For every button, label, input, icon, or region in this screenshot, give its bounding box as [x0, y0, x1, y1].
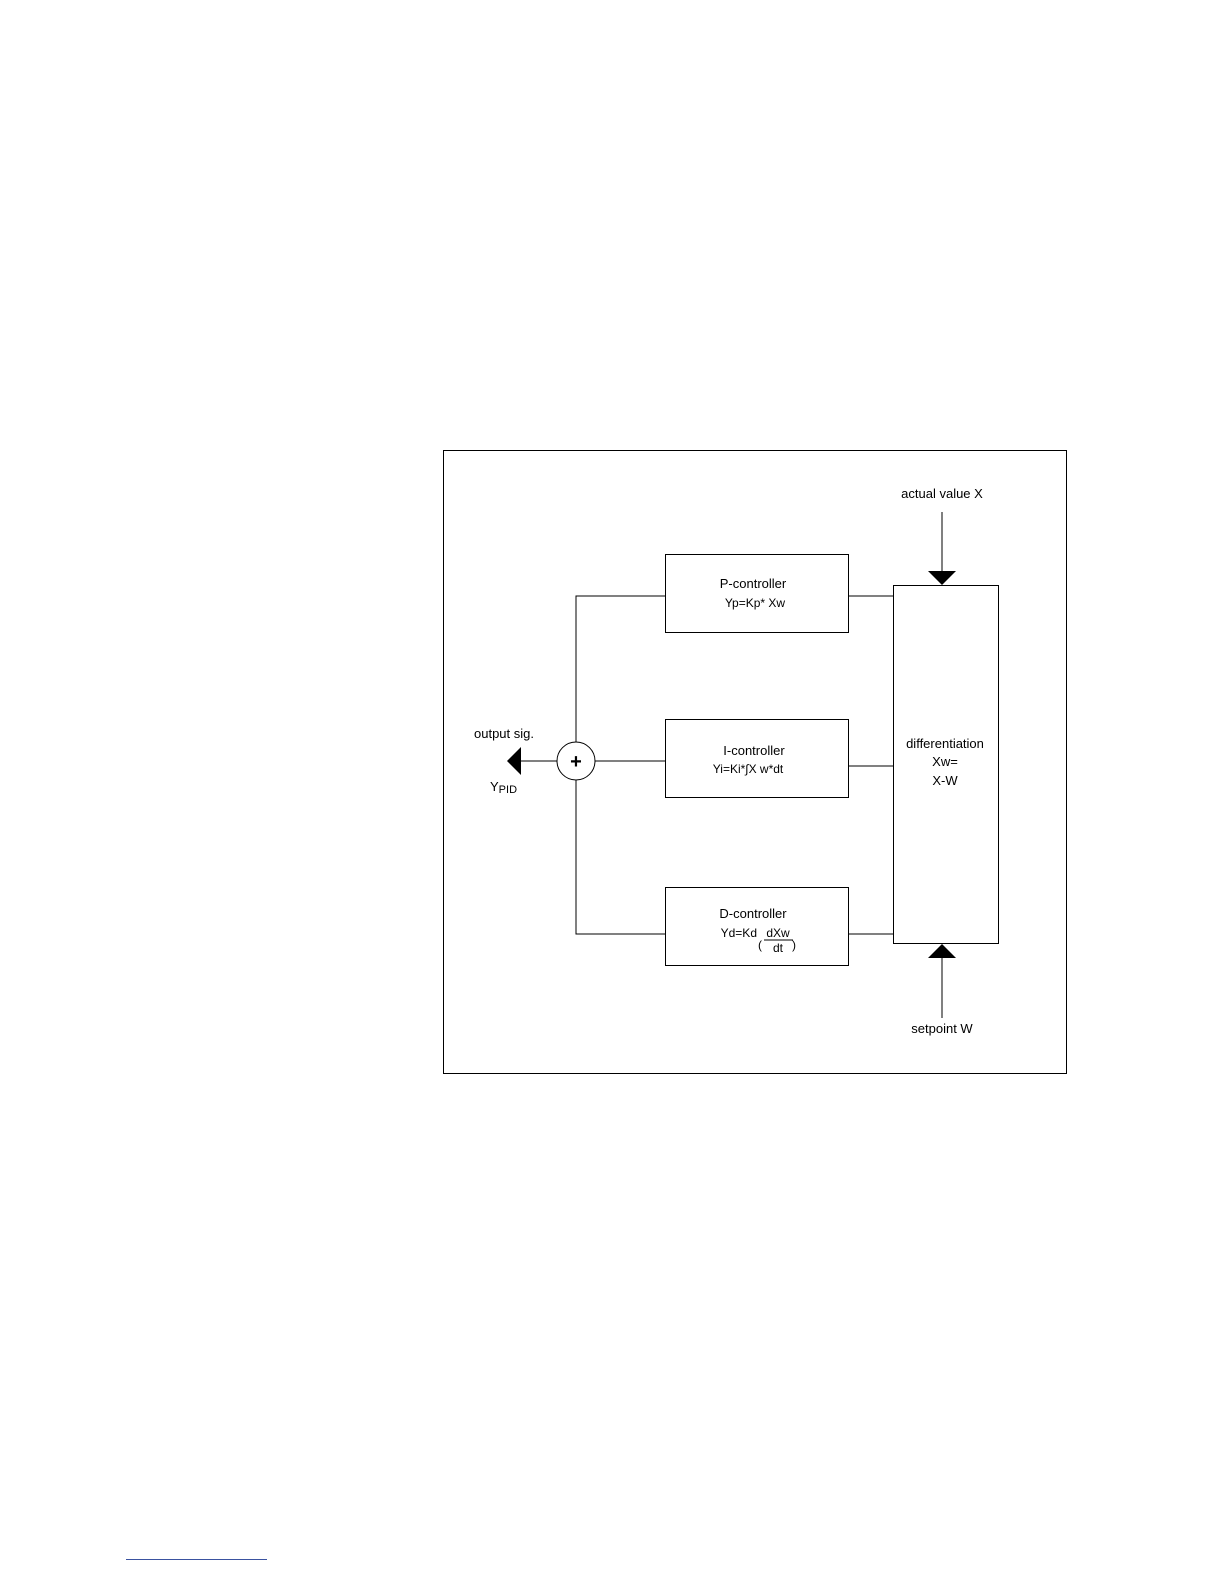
output-label: output sig.: [474, 726, 534, 741]
output-symbol: YPID: [490, 779, 517, 796]
p-controller-block: [666, 555, 849, 633]
d-controller-formula-open-paren: (: [758, 938, 762, 952]
d-controller-title: D-controller: [719, 906, 787, 921]
i-controller-title: I-controller: [723, 743, 785, 758]
i-controller-block: [666, 720, 849, 798]
output-arrowhead: [507, 747, 521, 775]
d-controller-formula-denominator: dt: [773, 941, 784, 955]
output-symbol-sub: PID: [499, 784, 517, 796]
d-controller-formula-prefix: Yd=Kd: [721, 926, 757, 940]
setpoint-label: setpoint W: [911, 1021, 973, 1036]
differentiation-line2: X-W: [932, 773, 958, 788]
p-controller-title: P-controller: [720, 576, 787, 591]
p-controller-formula: Yp=Kp* Xw: [725, 596, 785, 610]
output-symbol-main: Y: [490, 779, 499, 794]
footnote-separator: [126, 1559, 267, 1560]
summing-junction-symbol: +: [570, 751, 582, 773]
d-controller-block: [666, 888, 849, 966]
actual-value-arrowhead: [928, 571, 956, 585]
differentiation-line1: Xw=: [932, 754, 958, 769]
i-controller-formula: Yi=Ki*∫X w*dt: [713, 762, 784, 776]
p-to-summer-line: [576, 596, 665, 742]
d-controller-formula-close-paren: ): [792, 938, 796, 952]
setpoint-arrowhead: [928, 944, 956, 958]
actual-value-label: actual value X: [901, 486, 983, 501]
d-controller-formula-numerator: dXw: [766, 926, 790, 940]
differentiation-title: differentiation: [906, 736, 984, 751]
d-to-summer-line: [576, 780, 665, 934]
